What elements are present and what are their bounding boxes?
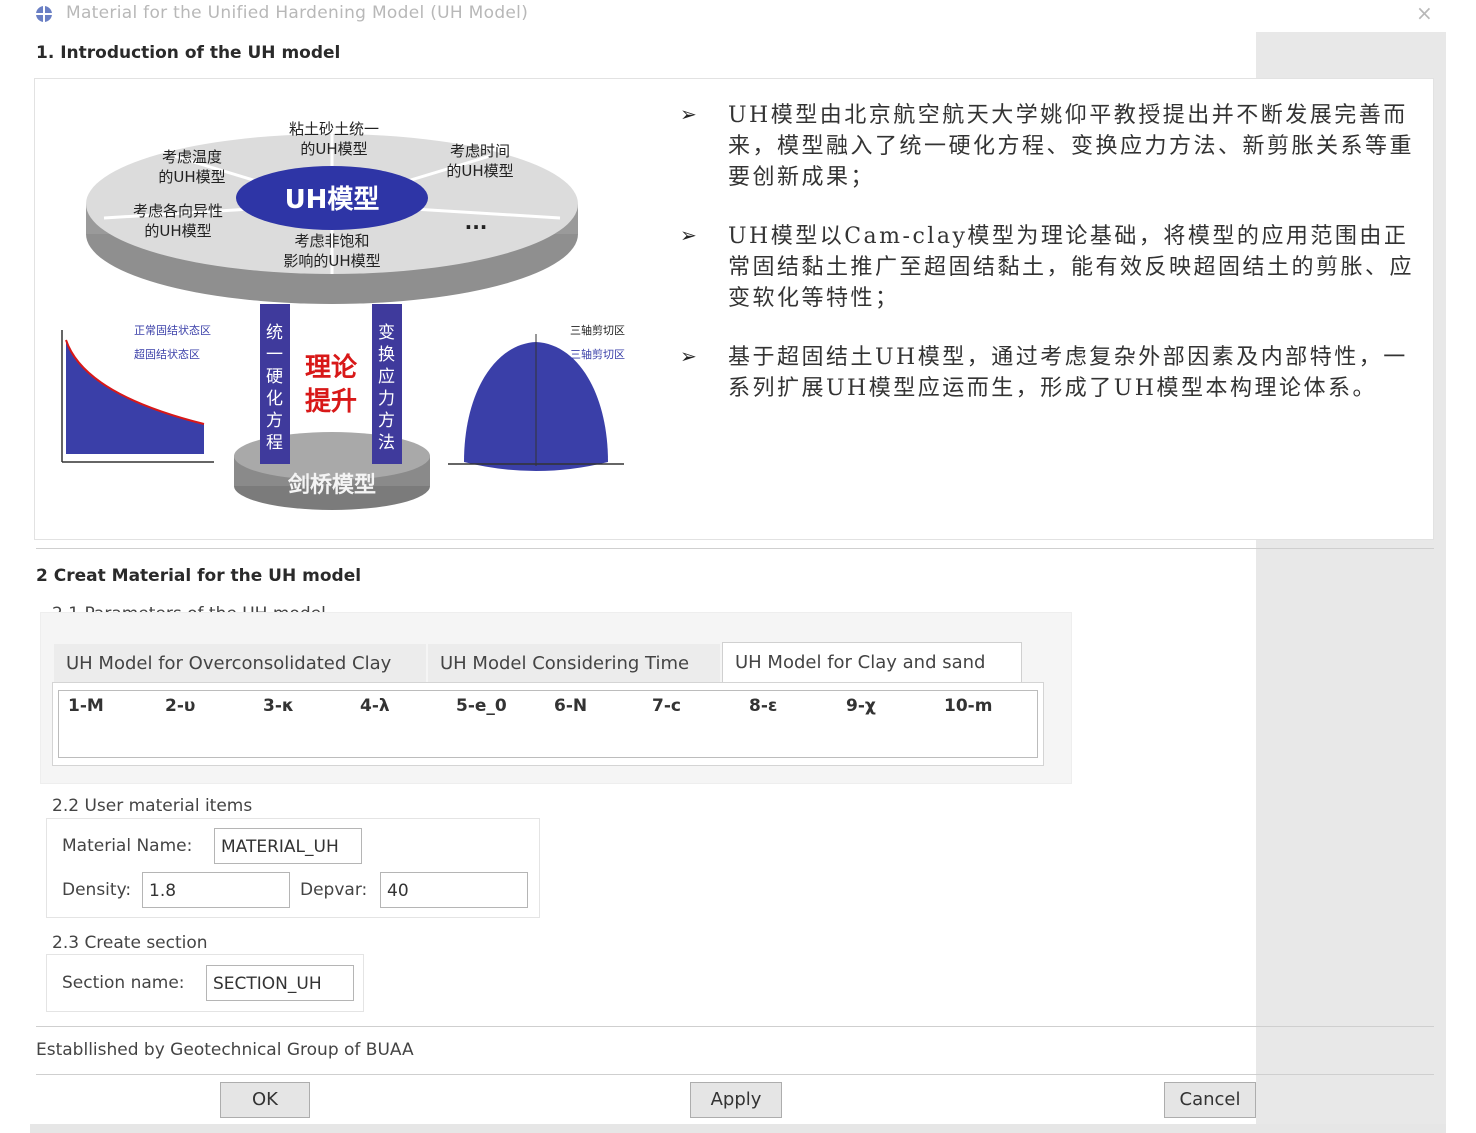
divider [36,1074,1434,1075]
column-header: 4-λ [360,696,390,716]
svg-text:影响的UH模型: 影响的UH模型 [283,252,380,270]
intro-bullet: ➢ UH模型由北京航空航天大学姚仰平教授提出并不断发展完善而来，模型融入了统一硬… [680,100,1420,193]
divider [36,548,1434,549]
section-name-label: Section name: [62,973,185,993]
svg-text:三轴剪切区: 三轴剪切区 [570,323,625,337]
svg-text:考虑非饱和: 考虑非饱和 [294,232,369,250]
user-material-heading: 2.2 User material items [52,796,253,816]
svg-text:超固结状态区: 超固结状态区 [134,347,200,361]
create-section-heading: 2.3 Create section [52,933,208,953]
tab-label: UH Model Considering Time [440,653,690,674]
title-bar: Material for the Unified Hardening Model… [0,0,1476,28]
svg-text:正常固结状态区: 正常固结状态区 [134,323,211,337]
tab-considering-time[interactable]: UH Model Considering Time [428,644,720,684]
column-header: 2-υ [165,696,196,716]
tab-clay-and-sand[interactable]: UH Model for Clay and sand [722,642,1022,686]
intro-bullet: ➢ UH模型以Cam-clay模型为理论基础，将模型的应用范围由正常固结黏土推广… [680,221,1420,314]
close-icon[interactable]: × [1416,1,1433,25]
app-icon [36,6,52,22]
svg-text:的UH模型: 的UH模型 [446,162,513,180]
pillar-left-char: 统 [266,323,283,343]
bullet-arrow-icon: ➢ [680,344,697,368]
svg-text:···: ··· [465,215,488,239]
column-header: 7-c [652,696,681,716]
svg-text:三轴剪切区: 三轴剪切区 [570,347,625,361]
column-header: 6-N [554,696,588,716]
intro-heading: 1. Introduction of the UH model [36,43,341,63]
credit-text: Establlished by Geotechnical Group of BU… [36,1040,414,1060]
intro-bullet: ➢ 基于超固结土UH模型，通过考虑复杂外部因素及内部特性，一系列扩展UH模型应运… [680,342,1420,404]
svg-text:的UH模型: 的UH模型 [144,222,211,240]
base-label: 剑桥模型 [287,472,376,498]
bullet-text: UH模型由北京航空航天大学姚仰平教授提出并不断发展完善而来，模型融入了统一硬化方… [728,103,1415,190]
bottom-edge-strip [30,1124,1446,1133]
bullet-text: UH模型以Cam-clay模型为理论基础，将模型的应用范围由正常固结黏土推广至超… [728,224,1415,311]
cancel-button[interactable]: Cancel [1164,1082,1256,1118]
tab-label: UH Model for Clay and sand [735,652,986,673]
apply-button[interactable]: Apply [690,1082,782,1118]
bullet-arrow-icon: ➢ [680,223,697,247]
svg-text:的UH模型: 的UH模型 [300,140,367,158]
density-input[interactable]: 1.8 [142,872,290,908]
intro-bullets: ➢ UH模型由北京航空航天大学姚仰平教授提出并不断发展完善而来，模型融入了统一硬… [680,100,1420,432]
column-header: 5-e_0 [456,696,507,716]
section-name-input[interactable]: SECTION_UH [206,965,354,1001]
bullet-arrow-icon: ➢ [680,102,697,126]
bullet-text: 基于超固结土UH模型，通过考虑复杂外部因素及内部特性，一系列扩展UH模型应运而生… [728,345,1408,401]
material-name-input[interactable]: MATERIAL_UH [214,828,362,864]
svg-text:粘土砂土统一: 粘土砂土统一 [289,120,379,138]
create-section-group [46,954,364,1012]
tab-label: UH Model for Overconsolidated Clay [66,653,392,674]
ok-button[interactable]: OK [220,1082,310,1118]
column-header: 8-ε [749,696,778,716]
column-header: 9-χ [846,696,876,716]
svg-text:提升: 提升 [305,387,357,417]
uh-model-diagram: 剑桥模型 统一硬化方程 变换应力方法 理论 提升 UH模型 粘土砂土统一 的UH… [61,120,625,510]
svg-text:考虑温度: 考虑温度 [162,148,222,166]
pillar-left-label: 统一硬化方程 [266,323,283,453]
divider [36,1026,1434,1027]
center-label: UH模型 [285,185,380,215]
svg-text:理论: 理论 [305,353,358,383]
svg-text:考虑时间: 考虑时间 [450,142,510,160]
user-material-group [46,818,540,918]
depvar-label: Depvar: [300,880,368,900]
tab-overconsolidated-clay[interactable]: UH Model for Overconsolidated Clay [54,644,426,684]
column-header: 1-M [68,696,104,716]
pillar-right-label: 变换应力方法 [378,323,395,453]
window-title: Material for the Unified Hardening Model… [66,3,529,23]
column-header: 10-m [944,696,993,716]
depvar-input[interactable]: 40 [380,872,528,908]
svg-text:考虑各向异性: 考虑各向异性 [133,202,223,220]
params-table[interactable] [58,690,1038,758]
material-name-label: Material Name: [62,836,193,856]
column-header: 3-κ [263,696,294,716]
density-label: Density: [62,880,132,900]
svg-text:的UH模型: 的UH模型 [158,168,225,186]
create-heading: 2 Creat Material for the UH model [36,566,362,586]
